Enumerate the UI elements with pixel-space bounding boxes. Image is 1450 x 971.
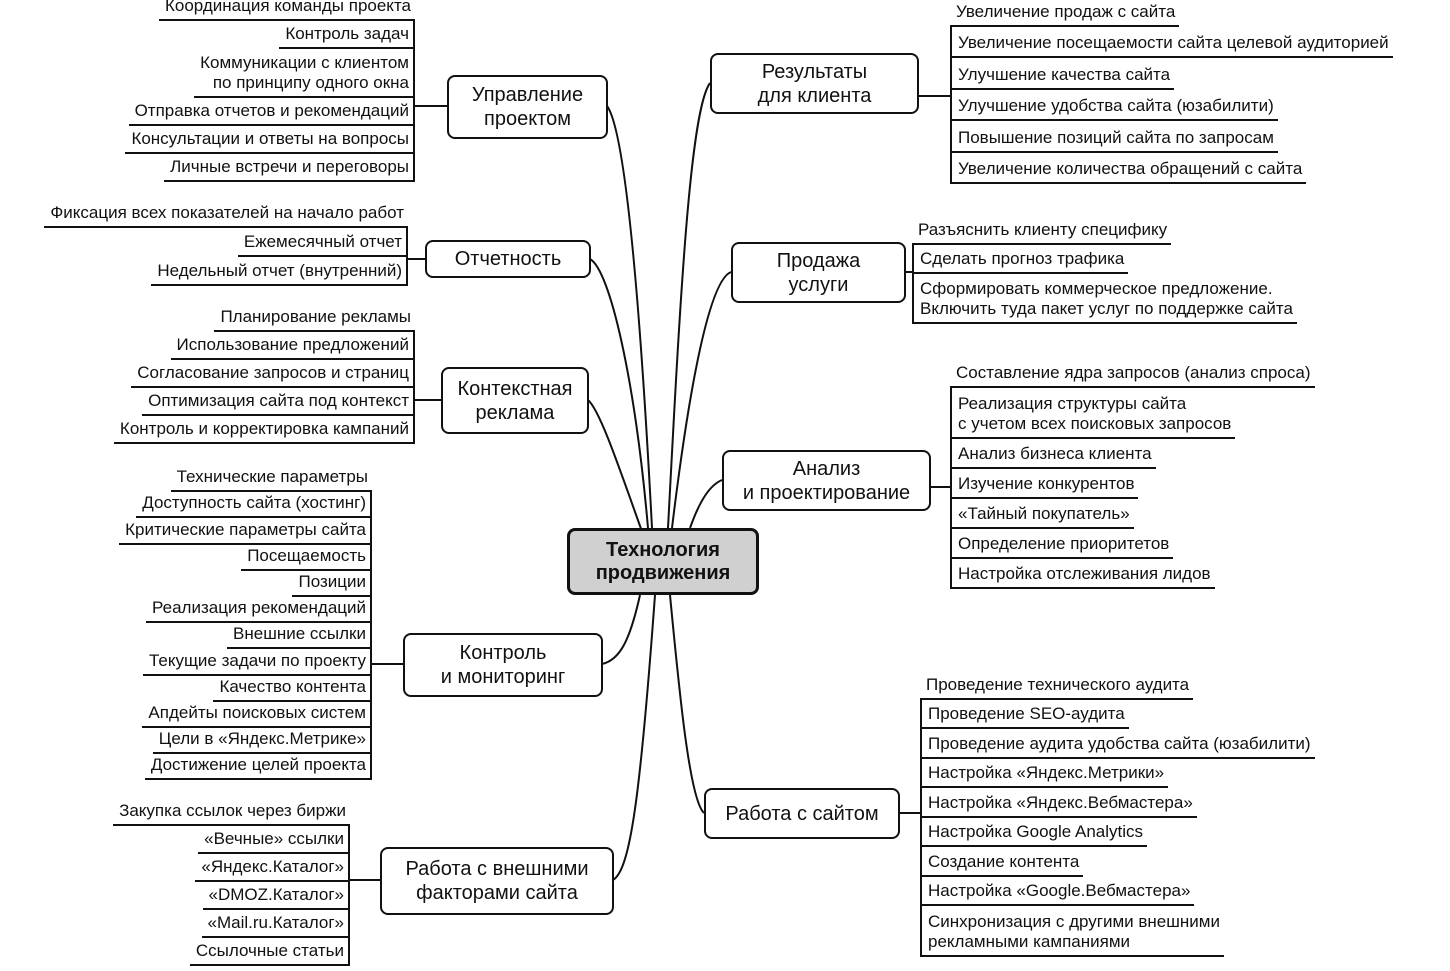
leaf-item[interactable]: Настройка «Google.Вебмастера» — [920, 876, 1195, 906]
leaf-item[interactable]: Качество контента — [213, 675, 372, 702]
leaf-item[interactable]: Реализация рекомендаций — [146, 596, 372, 624]
leaf-item[interactable]: Критические параметры сайта — [119, 518, 372, 545]
branch-site-work[interactable]: Работа с сайтом — [704, 788, 900, 839]
leaf-item[interactable]: Текущие задачи по проекту — [142, 649, 372, 676]
leaf-item[interactable]: Посещаемость — [241, 544, 372, 571]
leaf-item[interactable]: Сделать прогноз трафика — [912, 245, 1129, 274]
leaf-item[interactable]: Цели в «Яндекс.Метрике» — [152, 727, 372, 755]
leaf-item[interactable]: Недельный отчет (внутренний) — [151, 257, 408, 286]
leaf-item[interactable]: Настройка отслеживания лидов — [950, 559, 1215, 589]
leaf-item[interactable]: Ссылочные статьи — [189, 938, 350, 966]
branch-external-factors[interactable]: Работа с внешними факторами сайта — [380, 847, 614, 915]
leaf-item[interactable]: «DMOZ.Каталог» — [202, 882, 350, 910]
leaf-item[interactable]: Настройка «Яндекс.Вебмастера» — [920, 788, 1197, 818]
branch-project-management[interactable]: Управление проектом — [447, 75, 608, 139]
branch-control-monitoring[interactable]: Контроль и мониторинг — [403, 633, 603, 697]
leaf-item[interactable]: Повышение позиций сайта по запросам — [950, 121, 1278, 153]
leaf-item[interactable]: Достижение целей проекта — [144, 754, 372, 781]
leaf-item[interactable]: «Вечные» ссылки — [198, 826, 350, 854]
leaf-item[interactable]: Закупка ссылок через биржи — [113, 798, 350, 826]
leaf-item[interactable]: Сформировать коммерческое предложение. В… — [912, 274, 1297, 324]
leaf-item[interactable]: Увеличение количества обращений с сайта — [950, 152, 1307, 184]
leaf-item[interactable]: Анализ бизнеса клиента — [950, 439, 1156, 469]
leaf-list-reporting: Фиксация всех показателей на начало рабо… — [44, 199, 408, 286]
leaf-item[interactable]: Реализация структуры сайта с учетом всех… — [950, 388, 1236, 439]
leaf-item[interactable]: Позиции — [292, 570, 372, 597]
leaf-item[interactable]: Проведение технического аудита — [920, 670, 1194, 700]
branch-service-sales[interactable]: Продажа услуги — [731, 242, 906, 303]
leaf-list-analysis-design: Составление ядра запросов (анализ спроса… — [950, 358, 1315, 589]
leaf-item[interactable]: Увеличение посещаемости сайта целевой ау… — [950, 26, 1393, 58]
leaf-item[interactable]: Внешние ссылки — [227, 623, 372, 650]
branch-reporting[interactable]: Отчетность — [425, 240, 591, 278]
leaf-item[interactable]: Проведение аудита удобства сайта (юзабил… — [920, 729, 1315, 759]
leaf-item[interactable]: Отправка отчетов и рекомендаций — [128, 98, 415, 126]
leaf-item[interactable]: Коммуникации с клиентом по принципу одно… — [194, 49, 415, 98]
leaf-item[interactable]: Оптимизация сайта под контекст — [142, 388, 415, 416]
leaf-item[interactable]: «Тайный покупатель» — [950, 499, 1134, 529]
leaf-item[interactable]: Контроль и корректировка кампаний — [113, 416, 415, 444]
leaf-item[interactable]: Использование предложений — [170, 332, 415, 360]
leaf-item[interactable]: Апдейты поисковых систем — [142, 701, 372, 728]
leaf-item[interactable]: Координация команды проекта — [158, 0, 415, 21]
leaf-item[interactable]: Проведение SEO-аудита — [920, 699, 1129, 729]
leaf-item[interactable]: Составление ядра запросов (анализ спроса… — [950, 358, 1315, 388]
leaf-item[interactable]: Улучшение качества сайта — [950, 58, 1175, 90]
branch-context-ads[interactable]: Контекстная реклама — [441, 367, 589, 434]
leaf-item[interactable]: Изучение конкурентов — [950, 469, 1139, 499]
leaf-item[interactable]: «Яндекс.Каталог» — [195, 854, 350, 882]
leaf-item[interactable]: Консультации и ответы на вопросы — [125, 126, 415, 154]
leaf-item[interactable]: Контроль задач — [279, 21, 415, 49]
central-topic[interactable]: Технология продвижения — [567, 528, 759, 595]
leaf-item[interactable]: Синхронизация с другими внешними рекламн… — [920, 906, 1224, 957]
branch-analysis-design[interactable]: Анализ и проектирование — [722, 450, 931, 511]
leaf-item[interactable]: Планирование рекламы — [214, 304, 415, 332]
leaf-item[interactable]: Ежемесячный отчет — [237, 228, 408, 257]
leaf-item[interactable]: Доступность сайта (хостинг) — [136, 492, 372, 519]
leaf-item[interactable]: Увеличение продаж с сайта — [950, 0, 1180, 27]
branch-client-results[interactable]: Результаты для клиента — [710, 53, 919, 114]
leaf-item[interactable]: Разъяснить клиенту специфику — [912, 216, 1172, 245]
leaf-item[interactable]: Настройка «Яндекс.Метрики» — [920, 758, 1169, 788]
leaf-item[interactable]: «Mail.ru.Каталог» — [201, 910, 350, 938]
leaf-item[interactable]: Технические параметры — [170, 466, 372, 493]
leaf-item[interactable]: Определение приоритетов — [950, 529, 1174, 559]
leaf-item[interactable]: Настройка Google Analytics — [920, 817, 1148, 847]
leaf-item[interactable]: Согласование запросов и страниц — [131, 360, 415, 388]
leaf-list-external-factors: Закупка ссылок через биржи«Вечные» ссылк… — [113, 798, 350, 966]
leaf-item[interactable]: Фиксация всех показателей на начало рабо… — [44, 199, 408, 228]
leaf-item[interactable]: Создание контента — [920, 847, 1084, 877]
leaf-item[interactable]: Личные встречи и переговоры — [164, 154, 415, 182]
leaf-item[interactable]: Улучшение удобства сайта (юзабилити) — [950, 89, 1278, 121]
